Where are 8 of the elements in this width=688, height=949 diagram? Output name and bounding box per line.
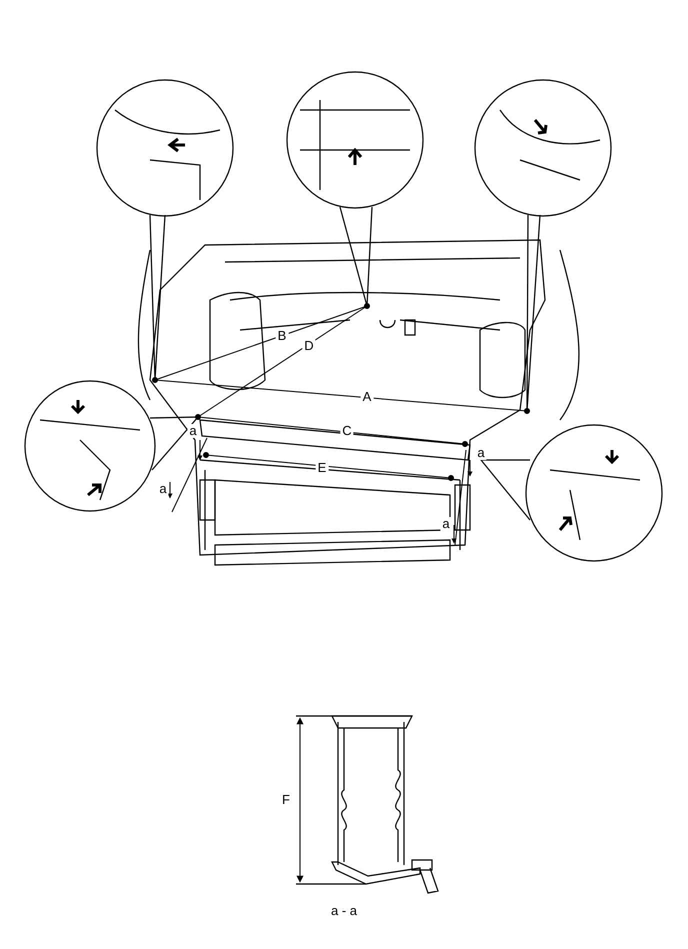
dimension-label: E xyxy=(316,461,328,475)
section-label: a xyxy=(187,424,199,438)
dimension-label: A xyxy=(360,390,374,404)
dimension-label: C xyxy=(340,424,354,438)
dimension-label: D xyxy=(302,339,316,353)
dimension-label: B xyxy=(276,329,288,343)
section-label: a xyxy=(440,517,452,531)
dimension-label: F xyxy=(280,793,292,807)
